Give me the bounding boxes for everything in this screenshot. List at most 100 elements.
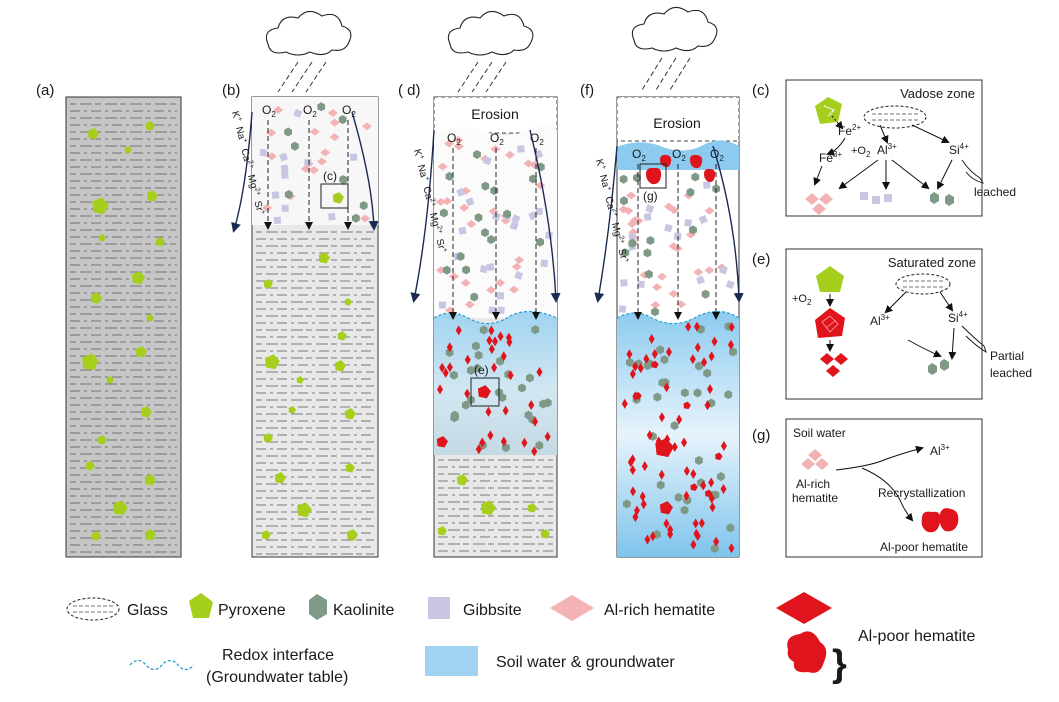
legend-gibbsite-label: Gibbsite bbox=[463, 602, 522, 619]
al-rich-hematite-grain bbox=[514, 256, 525, 265]
pyroxene-grain bbox=[456, 474, 468, 486]
pyroxene-icon bbox=[816, 266, 844, 292]
pyroxene-grain bbox=[318, 252, 330, 264]
al-rich-hematite-grain bbox=[437, 162, 448, 171]
kaolinite-grain bbox=[445, 348, 454, 357]
gibbsite-grain bbox=[281, 204, 289, 212]
legend-redox-label-1: Redox interface bbox=[222, 647, 334, 664]
pyroxene-grain bbox=[144, 474, 156, 486]
kaolinite-grain bbox=[660, 355, 669, 365]
al-rich-hematite-grain bbox=[693, 268, 704, 277]
al-rich-hematite-grain bbox=[704, 206, 715, 215]
gibbsite-grain bbox=[703, 181, 711, 189]
gibbsite-grain bbox=[516, 144, 525, 153]
al-rich-label-2: hematite bbox=[792, 491, 838, 505]
o2-label: +O2 bbox=[851, 145, 871, 159]
al-rich-hematite-grain bbox=[316, 157, 327, 166]
al-rich-hematite-grain bbox=[657, 272, 668, 281]
kaolinite-grain bbox=[681, 388, 689, 398]
ion-label: Ca2+ bbox=[602, 195, 619, 218]
pyroxene-grains bbox=[261, 252, 358, 541]
partial-label: Partial bbox=[990, 349, 1024, 363]
pyroxene-grain bbox=[288, 406, 296, 414]
al-poor-hematite-grain bbox=[685, 321, 692, 332]
kaolinite-grain bbox=[359, 201, 368, 210]
kaolinite-grain bbox=[656, 345, 664, 355]
kaolinite-grain bbox=[543, 398, 552, 408]
pyroxene-grain bbox=[263, 433, 273, 443]
o2-label: O2 bbox=[447, 131, 461, 147]
kaolinite-grain bbox=[467, 365, 475, 375]
al-rich-hematite-grain bbox=[320, 148, 331, 157]
pyroxene-grain bbox=[135, 346, 147, 358]
pyroxene-grain bbox=[527, 503, 537, 513]
o2-label: O2 bbox=[303, 103, 317, 119]
pyroxene-grain bbox=[106, 376, 114, 384]
legend-item-al-rich-hematite: Al-rich hematite bbox=[550, 595, 715, 621]
al-poor-hematite-grain bbox=[641, 461, 648, 472]
pyroxene-grain bbox=[332, 192, 344, 204]
gibbsite-grain bbox=[637, 280, 645, 288]
al-poor-hematite-grain bbox=[646, 167, 662, 185]
legend: Glass Pyroxene Kaolinite Gibbsite Al-ric… bbox=[66, 592, 975, 686]
al-poor-hematite-grain bbox=[655, 438, 674, 458]
al-poor-hematite-grain bbox=[690, 483, 698, 491]
gibbsite-grain bbox=[259, 148, 268, 157]
al-poor-hematite-grain bbox=[689, 354, 696, 365]
kaolinite-grain bbox=[284, 190, 293, 199]
kaolinite-grain bbox=[291, 141, 299, 151]
leached-label: leached bbox=[974, 185, 1016, 199]
pyroxene-grain bbox=[345, 463, 355, 473]
al-rich-hematite-grain bbox=[490, 144, 501, 153]
kaolinite-grain bbox=[670, 421, 679, 431]
gibbsite-grain bbox=[645, 204, 655, 214]
gibbsite-grain bbox=[544, 231, 553, 240]
legend-item-al-poor-hematite: } Al-poor hematite bbox=[776, 592, 975, 685]
kaolinite-grain bbox=[450, 410, 459, 420]
al-poor-hematite-grain bbox=[442, 367, 449, 378]
al-rich-hematite-grain bbox=[459, 203, 470, 212]
pyroxene-grain bbox=[90, 292, 102, 304]
weathering-minerals bbox=[259, 102, 372, 224]
al-rich-hematite-grain bbox=[464, 300, 475, 309]
al-rich-hematite-grain bbox=[663, 202, 674, 211]
al-rich-hematite-grain bbox=[486, 286, 497, 295]
pyroxene-grain bbox=[344, 408, 356, 420]
cloud-icon bbox=[447, 10, 534, 56]
al-poor-hematite-grain bbox=[502, 405, 509, 416]
al-poor-hematite-icon bbox=[939, 508, 959, 532]
al-poor-hematite-grain bbox=[491, 362, 498, 373]
kaolinite-grain bbox=[440, 208, 448, 218]
al-rich-hematite-grain bbox=[442, 197, 453, 206]
al-label: Al3+ bbox=[877, 142, 897, 157]
ion-label: Mg2+ bbox=[427, 211, 444, 235]
kaolinite-grain bbox=[695, 361, 703, 371]
gibbsite-grain bbox=[281, 171, 289, 179]
al-poor-hematite-grain bbox=[715, 452, 723, 461]
al-poor-hematite-grain bbox=[500, 351, 507, 362]
pyroxene-grain bbox=[98, 234, 106, 242]
legend-item-kaolinite: Kaolinite bbox=[309, 594, 394, 620]
al-rich-hematite-grain bbox=[504, 150, 515, 159]
kaolinite-grain bbox=[473, 363, 482, 373]
kaolinite-grain bbox=[481, 228, 489, 238]
kaolinite-grain bbox=[529, 174, 537, 184]
kaolinite-grain bbox=[703, 368, 712, 378]
pyroxene-grains bbox=[82, 121, 165, 541]
al-poor-hematite-grain bbox=[681, 437, 688, 448]
ion-label: K+ bbox=[411, 148, 425, 161]
pyroxene-grain bbox=[146, 314, 154, 322]
pyroxene-grain bbox=[92, 197, 109, 215]
legend-kaolinite-label: Kaolinite bbox=[333, 602, 394, 619]
al-label-g: Al3+ bbox=[930, 443, 950, 458]
al-poor-hematite-grain bbox=[532, 416, 539, 427]
pyroxene-grain bbox=[113, 500, 128, 516]
pyroxene-grain bbox=[145, 121, 155, 131]
kaolinite-grain bbox=[701, 289, 710, 299]
legend-al-poor-label: Al-poor hematite bbox=[858, 628, 975, 645]
al-rich-hematite-icons bbox=[805, 193, 833, 215]
al-poor-hematite-grain bbox=[658, 469, 665, 480]
al-poor-hematite-grain bbox=[626, 349, 633, 360]
al-poor-hematite-grain bbox=[667, 529, 674, 540]
